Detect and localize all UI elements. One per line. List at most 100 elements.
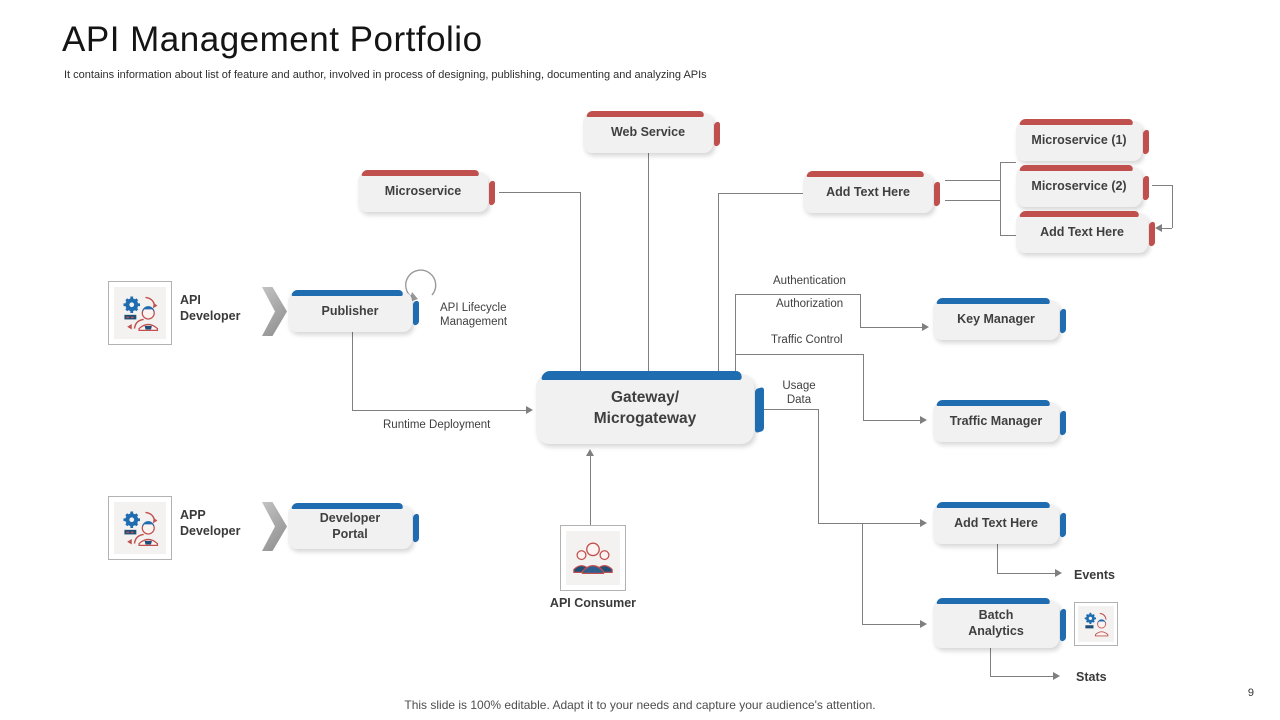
box-top-accent xyxy=(936,598,1051,604)
connector-webservice-gateway xyxy=(648,153,649,373)
app-developer-icon-box xyxy=(108,496,172,560)
box-label: Add Text Here xyxy=(826,185,910,200)
arrowhead-gateway-bottom xyxy=(586,449,594,456)
box-label: Microgateway xyxy=(593,410,697,427)
box-right-accent xyxy=(1060,512,1066,538)
connector-trafficmanager-h1 xyxy=(735,354,863,355)
box-label: Developer xyxy=(319,511,381,526)
box-right-accent xyxy=(1143,175,1149,201)
connector-fork-bottom-stub xyxy=(1000,235,1016,236)
usage-data-line2: Data xyxy=(786,394,812,407)
box-label: Microservice (2) xyxy=(1031,179,1127,194)
authentication-label: Authentication xyxy=(773,275,846,287)
connector-loop-h1 xyxy=(1152,185,1172,186)
connector-events-h xyxy=(997,573,1055,574)
box-key-manager: Key Manager xyxy=(933,298,1066,340)
box-gateway-microgateway: Gateway/ Microgateway xyxy=(536,371,764,444)
box-top-accent xyxy=(291,503,404,509)
connector-batch-h xyxy=(862,624,920,625)
connector-consumer-v xyxy=(590,456,591,525)
page-number: 9 xyxy=(1247,687,1254,699)
consumer-group-icon xyxy=(566,531,620,585)
developer-gear-person-icon xyxy=(113,286,167,340)
chevron-right-icon xyxy=(262,502,287,551)
box-right-accent xyxy=(413,300,419,326)
events-label: Events xyxy=(1074,568,1115,582)
box-right-accent xyxy=(934,181,940,207)
box-label: Portal xyxy=(332,527,368,541)
connector-keymanager-h1 xyxy=(735,294,860,295)
box-label: Analytics xyxy=(968,624,1024,638)
api-lifecycle-line2: Management xyxy=(440,316,508,329)
box-microservice-1: Microservice (1) xyxy=(1016,119,1149,161)
box-right-accent xyxy=(413,513,419,543)
api-developer-label-line1: API xyxy=(180,293,201,307)
arrowhead-addtextblue xyxy=(920,519,927,527)
connector-batch-v xyxy=(862,523,863,624)
box-top-accent xyxy=(936,298,1051,304)
api-developer-label-line2: Developer xyxy=(180,309,241,323)
box-top-accent xyxy=(1019,211,1140,217)
footer-note: This slide is 100% editable. Adapt it to… xyxy=(404,698,876,712)
api-lifecycle-line1: API Lifecycle xyxy=(440,302,507,314)
connector-microservice-gateway-h xyxy=(499,192,580,193)
connector-addtext-gateway-h xyxy=(718,193,803,194)
api-lifecycle-label: API Lifecycle Management xyxy=(440,301,507,329)
box-top-accent xyxy=(586,111,705,117)
usage-data-label: Usage Data xyxy=(769,379,829,407)
box-right-accent xyxy=(1060,410,1066,436)
connector-fork-top-stub xyxy=(1000,162,1016,163)
connector-microservice-gateway-v xyxy=(580,192,581,373)
connector-trafficmanager-h2 xyxy=(863,420,920,421)
arrowhead-stats xyxy=(1053,672,1060,680)
box-microservice-2: Microservice (2) xyxy=(1016,165,1149,207)
box-label: Batch xyxy=(978,608,1014,623)
arrowhead-gateway-left xyxy=(526,406,533,414)
arrowhead-keymanager xyxy=(922,323,929,331)
runtime-deployment-label: Runtime Deployment xyxy=(383,419,491,431)
connector-addtextblue-h xyxy=(818,523,920,524)
box-top-accent xyxy=(936,502,1051,508)
app-developer-label-line1: APP xyxy=(180,508,206,522)
connector-keymanager-h2 xyxy=(860,327,922,328)
developer-gear-person-icon xyxy=(1078,606,1114,642)
box-developer-portal: Developer Portal xyxy=(288,503,419,549)
box-right-accent xyxy=(1143,129,1149,155)
box-label: Add Text Here xyxy=(1040,225,1124,240)
connector-stats-v xyxy=(990,648,991,676)
stats-label: Stats xyxy=(1076,670,1107,684)
box-label: Web Service xyxy=(610,125,686,140)
box-top-accent xyxy=(361,170,480,176)
arrowhead-trafficmanager xyxy=(920,416,927,424)
connector-publisher-v xyxy=(352,332,353,410)
box-label: Gateway/ xyxy=(610,389,680,407)
box-microservice: Microservice xyxy=(358,170,495,212)
arrowhead-loop xyxy=(1155,224,1162,232)
box-top-accent xyxy=(1019,165,1134,171)
connector-gateway-up-stub xyxy=(735,294,736,373)
connector-loop-v xyxy=(1172,185,1173,228)
box-label: Add Text Here xyxy=(954,516,1038,531)
connector-usagedata-v xyxy=(818,409,819,523)
page-title: API Management Portfolio xyxy=(62,20,483,59)
usage-data-line1: Usage xyxy=(782,380,816,392)
api-consumer-icon-box xyxy=(560,525,626,591)
connector-addtext-gateway-v xyxy=(718,193,719,373)
box-label: Microservice xyxy=(384,184,462,199)
box-top-accent xyxy=(291,290,404,296)
box-web-service: Web Service xyxy=(583,111,720,153)
box-top-accent xyxy=(806,171,925,177)
api-developer-icon-box xyxy=(108,281,172,345)
api-developer-label: API Developer xyxy=(180,292,240,324)
box-batch-analytics: Batch Analytics xyxy=(933,598,1066,648)
box-label: Traffic Manager xyxy=(949,414,1043,429)
arrowhead-batch xyxy=(920,620,927,628)
app-developer-label-line2: Developer xyxy=(180,524,241,538)
batch-analytics-side-icon-box xyxy=(1074,602,1118,646)
api-consumer-label: API Consumer xyxy=(549,596,637,610)
box-top-accent xyxy=(541,371,743,380)
box-label: Key Manager xyxy=(957,312,1035,327)
box-right-accent xyxy=(755,386,764,434)
box-label: Microservice (1) xyxy=(1031,133,1127,148)
